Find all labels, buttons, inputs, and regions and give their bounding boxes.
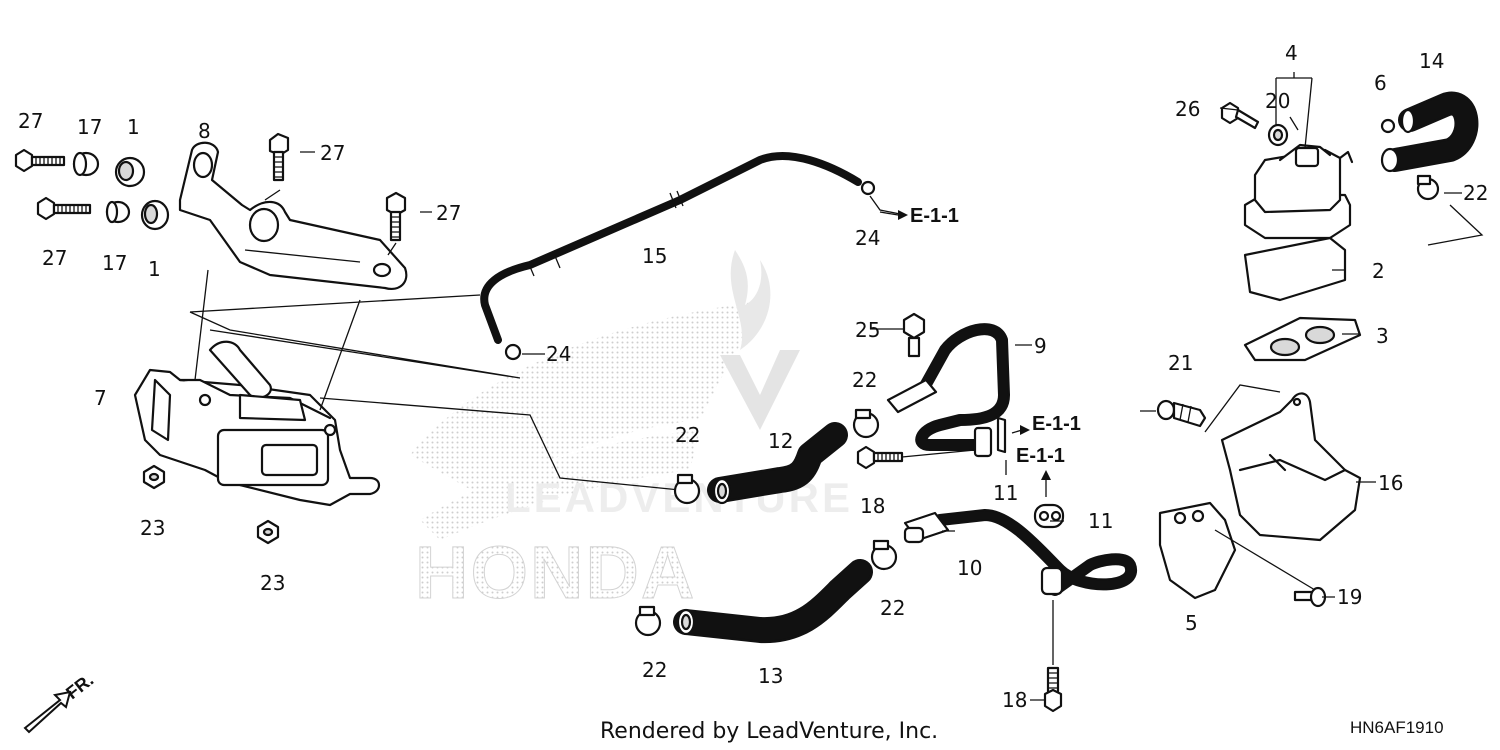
bolt-18-upper [856, 445, 976, 470]
callout-22: 22 [642, 658, 667, 682]
callout-23: 23 [260, 571, 285, 595]
callout-27: 27 [436, 201, 461, 225]
screw-19 [1293, 586, 1327, 608]
bracket-5 [1158, 501, 1237, 600]
callout-17: 17 [102, 251, 127, 275]
clip-24-lower [504, 343, 545, 361]
clamp-22-center [852, 408, 880, 439]
front-arrow-icon: FR. [23, 670, 97, 734]
hose-15 [480, 152, 862, 344]
callout-22: 22 [675, 423, 700, 447]
clamp-22-lower [870, 539, 898, 571]
callout-4: 4 [1285, 41, 1298, 65]
callout-12: 12 [768, 429, 793, 453]
callout-24: 24 [855, 226, 880, 250]
hose-13 [673, 559, 873, 644]
callout-6: 6 [1374, 71, 1387, 95]
valve-7 [133, 340, 381, 507]
pipe-9 [886, 323, 1010, 458]
callout-16: 16 [1378, 471, 1403, 495]
case-3 [1243, 316, 1362, 362]
reference-label-e-1-1[interactable]: E-1-1 [910, 205, 959, 227]
callout-2: 2 [1372, 259, 1385, 283]
cover-16 [1204, 384, 1362, 542]
callout-14: 14 [1419, 49, 1444, 73]
callout-13: 13 [758, 664, 783, 688]
callout-15: 15 [642, 244, 667, 268]
reference-label-e-1-1[interactable]: E-1-1 [1032, 413, 1081, 435]
callout-5: 5 [1185, 611, 1198, 635]
callout-22: 22 [852, 368, 877, 392]
grommet-1-upper [114, 156, 146, 188]
filter-element-2 [1243, 236, 1347, 302]
washer-17-upper [72, 151, 100, 177]
callout-9: 9 [1034, 334, 1047, 358]
callout-21: 21 [1168, 351, 1193, 375]
callout-11: 11 [993, 481, 1018, 505]
hose-12 [707, 422, 848, 505]
callout-3: 3 [1376, 324, 1389, 348]
callout-10: 10 [957, 556, 982, 580]
callout-19: 19 [1337, 585, 1362, 609]
collar-20 [1267, 123, 1289, 147]
callout-25: 25 [855, 318, 880, 342]
nut-23-bottom [256, 519, 280, 545]
clamp-22-left [673, 473, 701, 505]
hose-14 [1380, 91, 1479, 173]
callout-7: 7 [94, 386, 107, 410]
gasket-11-lower [1033, 503, 1065, 529]
callout-22: 22 [880, 596, 905, 620]
clamp-22-upper [1416, 174, 1440, 201]
bolt-27-bracket-right [385, 191, 407, 242]
bolt-27-upper-left [14, 148, 66, 173]
bolt-27-bracket-left [268, 132, 290, 182]
callouts: 27 17 1 8 27 27 27 17 1 7 23 23 15 24 24… [18, 41, 1488, 712]
watermark-brand: HONDA [415, 531, 696, 614]
callout-27: 27 [42, 246, 67, 270]
grommet-1-lower [140, 199, 170, 231]
callout-17: 17 [77, 115, 102, 139]
pipe-10 [903, 509, 1137, 596]
honda-watermark: HONDA LEADVENTURE [410, 250, 850, 615]
callout-26: 26 [1175, 97, 1200, 121]
nut-23-left [142, 464, 166, 490]
reference-label-e-1-1[interactable]: E-1-1 [1016, 445, 1065, 467]
footer-credit: Rendered by LeadVenture, Inc. [600, 719, 938, 744]
clamp-22-bottom [634, 605, 662, 637]
callout-1: 1 [148, 257, 161, 281]
canister-4 [1243, 143, 1354, 240]
callout-1: 1 [127, 115, 140, 139]
gasket-11-upper [996, 416, 1007, 454]
bolt-27-lower-left [36, 196, 92, 221]
callout-8: 8 [198, 119, 211, 143]
clip-6 [1380, 118, 1396, 134]
callout-27: 27 [18, 109, 43, 133]
screw-21 [1156, 399, 1207, 428]
clip-24-upper [860, 180, 906, 216]
callout-23: 23 [140, 516, 165, 540]
washer-17-lower [105, 200, 131, 224]
bolt-26 [1220, 101, 1260, 130]
bracket-8 [178, 141, 408, 290]
callout-18: 18 [1002, 688, 1027, 712]
callout-18: 18 [860, 494, 885, 518]
diagram-code: HN6AF1910 [1350, 718, 1444, 737]
callout-22: 22 [1463, 181, 1488, 205]
bolt-25 [902, 312, 926, 358]
callout-24: 24 [546, 342, 571, 366]
bolt-18-lower [1043, 600, 1063, 713]
callout-11: 11 [1088, 509, 1113, 533]
callout-20: 20 [1265, 89, 1290, 113]
callout-27: 27 [320, 141, 345, 165]
